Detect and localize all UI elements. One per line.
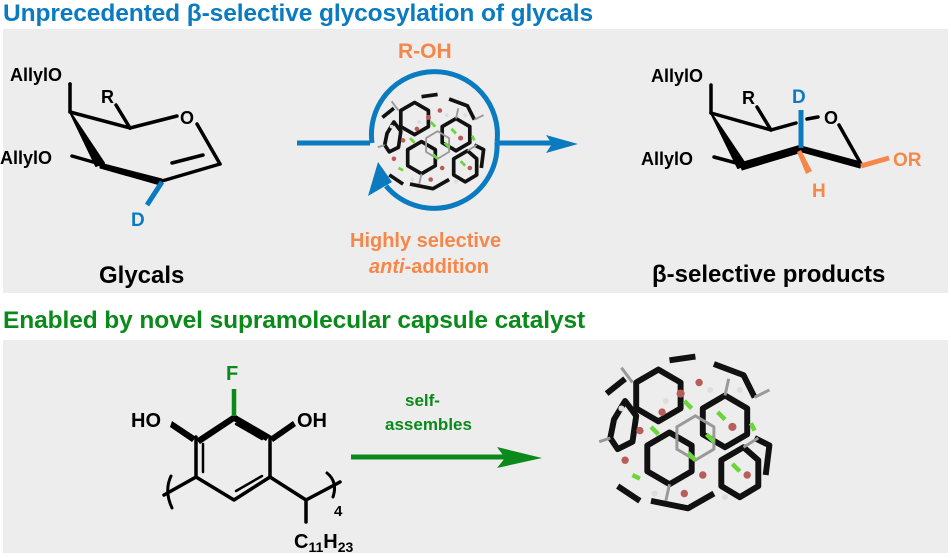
panel-gap — [330, 554, 588, 558]
product-r-label: R — [742, 88, 755, 108]
glycal-r-label: R — [101, 87, 114, 107]
monomer-oh-right-bond — [270, 421, 296, 442]
glycal-structure — [68, 82, 222, 186]
condition-line2: anti-addition — [369, 256, 489, 278]
glycal-ring-oxygen: O — [180, 108, 194, 128]
chain-c: C — [294, 531, 308, 553]
monomer-bold-bond-left — [196, 414, 236, 444]
product-structure — [709, 83, 863, 171]
product-or-bond — [860, 155, 890, 169]
assembly-label-line2: assembles — [385, 415, 472, 434]
monomer-oh-right: OH — [297, 410, 327, 432]
glycal-d-bond — [144, 180, 165, 207]
condition-line1: Highly selective — [350, 230, 501, 252]
glycal-allylo-bottom: AllylO — [0, 148, 52, 168]
catalyst-panel — [3, 340, 948, 553]
glycal-allylo-top: AllylO — [10, 65, 62, 85]
section2-title: Enabled by novel supramolecular capsule … — [3, 307, 586, 334]
chain-h: H — [323, 531, 337, 553]
product-name: β-selective products — [652, 261, 885, 288]
monomer-bold-bond-right — [232, 414, 270, 441]
assembly-arrowhead — [497, 447, 542, 468]
chain-c-sub: 11 — [308, 539, 323, 555]
condition-addition: -addition — [405, 256, 489, 278]
header-title: Unprecedented β-selective glycosylation … — [3, 0, 593, 27]
product-h-bond — [797, 150, 812, 174]
condition-anti: anti — [369, 256, 405, 278]
reagent-roh: R-OH — [398, 40, 452, 63]
product-hydrogen: H — [812, 181, 826, 202]
capsule-cycle-icon — [368, 69, 500, 211]
monomer-chain: C11H23 — [294, 531, 354, 555]
product-deuterium: D — [792, 87, 806, 108]
assembly-label-line1: self- — [405, 391, 440, 410]
resorcinarene-monomer — [162, 422, 342, 524]
product-or: OR — [893, 150, 922, 171]
glycal-name: Glycals — [99, 262, 184, 289]
monomer-ho-left: HO — [131, 410, 161, 432]
product-allylo-top: AllylO — [651, 66, 703, 86]
product-ring-oxygen: O — [824, 108, 838, 128]
monomer-repeat-count: 4 — [334, 503, 343, 520]
chain-h-sub: 23 — [338, 539, 354, 555]
hexameric-capsule-icon — [599, 357, 769, 509]
reaction-arrowhead — [546, 135, 578, 153]
monomer-oh-left-bond — [170, 421, 196, 442]
product-allylo-bottom: AllylO — [641, 149, 693, 169]
monomer-fluorine: F — [226, 363, 238, 385]
glycal-deuterium: D — [131, 210, 145, 231]
